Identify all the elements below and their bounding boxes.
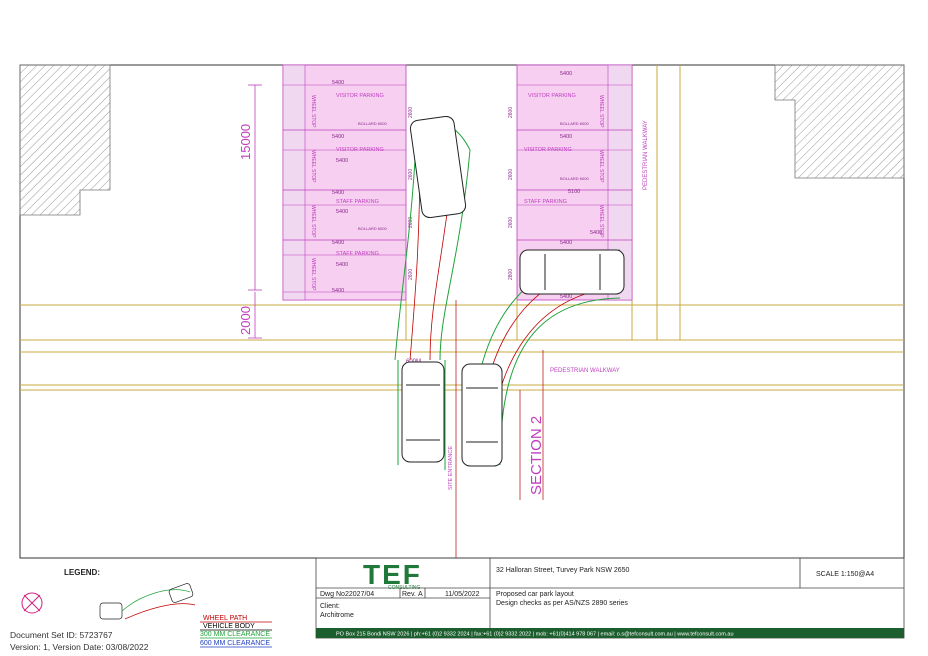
driveway xyxy=(405,300,518,340)
address-text: 32 Halloran Street, Turvey Park NSW 2650 xyxy=(496,567,630,574)
site-entrance-label: SITE ENTRANCE xyxy=(448,446,454,490)
bollard-right-1: BOLLARD 6000 xyxy=(560,121,589,126)
svg-text:TEF: TEF xyxy=(363,559,422,590)
client-label: Client: xyxy=(320,603,340,610)
legend-title: LEGEND: xyxy=(64,568,100,577)
wheel-stop-left-3: WHEEL STOP xyxy=(310,205,316,238)
legend-vehicle-body: VEHICLE BODY xyxy=(203,623,255,630)
doc-version: Version: 1, Version Date: 03/08/2022 xyxy=(10,642,149,652)
wheel-stop-right-1: WHEEL STOP xyxy=(598,95,604,128)
legend-300mm: 300 MM CLEARANCE xyxy=(200,631,270,638)
doc-set-id: Document Set ID: 5723767 xyxy=(10,630,113,640)
footer-bar xyxy=(316,628,904,638)
north-arrow-icon xyxy=(21,592,43,614)
walkway-vertical-label: PEDESTRIAN WALKWAY xyxy=(643,120,649,190)
wheel-stop-left-2: WHEEL STOP xyxy=(310,150,316,183)
description-1: Proposed car park layout xyxy=(496,591,574,598)
bay-label-left-4: STAFF PARKING xyxy=(336,251,379,257)
aisle-dim-1: 2600 xyxy=(408,107,414,118)
neighbour-building-right xyxy=(774,64,905,179)
dim-left-8: 5400 xyxy=(332,288,344,294)
bollard-left-2: BOLLARD 6000 xyxy=(358,226,387,231)
dim-right-5: 5400 xyxy=(590,230,602,236)
bay-label-right-2: VISITOR PARKING xyxy=(524,147,572,153)
dim-left-2: 5400 xyxy=(332,134,344,140)
dwg-no: 22027/04 xyxy=(345,591,374,598)
vehicle-body-1 xyxy=(401,361,445,463)
vehicle-body-3 xyxy=(409,115,467,219)
svg-text:CONSULTING: CONSULTING xyxy=(388,585,421,591)
vehicle-body-2 xyxy=(461,363,503,467)
pedestrian-walkway-strip xyxy=(631,65,681,340)
dim-left-1: 5400 xyxy=(332,80,344,86)
dwg-label: Dwg No xyxy=(320,591,345,598)
vehicle-body-4 xyxy=(519,249,625,295)
bay-label-right-1: VISITOR PARKING xyxy=(528,93,576,99)
aisle-dim-4: 2600 xyxy=(408,269,414,280)
aisle-dim-2: 2600 xyxy=(408,169,414,180)
rev-label: Rev. xyxy=(402,591,416,598)
footer-contact: PO Box 215 Bondi NSW 2026 | ph:+61 (0)2 … xyxy=(336,632,734,638)
description-2: Design checks as per AS/NZS 2890 series xyxy=(496,600,628,607)
bollard-left-1: BOLLARD 6000 xyxy=(358,121,387,126)
neighbour-building-left xyxy=(19,64,111,216)
dim-2000: 2000 xyxy=(238,306,253,335)
walkway-horizontal-label: PEDESTRIAN WALKWAY xyxy=(550,368,620,374)
dim-right-2: 5400 xyxy=(560,134,572,140)
date-text: 11/05/2022 xyxy=(445,591,480,598)
dimension-lines-left xyxy=(248,84,262,339)
dim-left-5: 5400 xyxy=(336,209,348,215)
wheel-stop-right-2: WHEEL STOP xyxy=(598,150,604,183)
wheel-stop-left-1: WHEEL STOP xyxy=(310,95,316,128)
drawing-frame xyxy=(19,64,905,559)
wheel-stop-left-4: WHEEL STOP xyxy=(310,258,316,291)
tef-logo: TEF CONSULTING xyxy=(363,559,422,591)
aisle-dim-6: 2600 xyxy=(508,169,514,180)
legend-vehicle-icon xyxy=(99,583,196,620)
rev-value: A xyxy=(418,591,423,598)
aisle-dim-5: 2600 xyxy=(508,107,514,118)
bay-label-right-3: STAFF PARKING xyxy=(524,199,567,205)
dim-left-7: 5400 xyxy=(336,262,348,268)
client-name: Architrome xyxy=(320,612,354,619)
section-lines xyxy=(455,300,544,558)
dim-15000: 15000 xyxy=(238,124,253,160)
parking-block-left xyxy=(282,64,407,301)
dim-right-3: 5100 xyxy=(568,189,580,195)
bollard-right-2: BOLLARD 6000 xyxy=(560,176,589,181)
dim-right-6: 5400 xyxy=(560,294,572,300)
aisle-dim-3: 2600 xyxy=(408,217,414,228)
dim-right-1: 5400 xyxy=(560,71,572,77)
section-2-label: SECTION 2 xyxy=(528,416,545,495)
dim-left-3: 5400 xyxy=(336,158,348,164)
dim-left-4: 5400 xyxy=(332,190,344,196)
legend-600mm: 600 MM CLEARANCE xyxy=(200,640,270,647)
dim-left-6: 5400 xyxy=(332,240,344,246)
bay-label-left-3: STAFF PARKING xyxy=(336,199,379,205)
dim-right-4: 5400 xyxy=(560,240,572,246)
scale-text: SCALE 1:150@A4 xyxy=(816,571,874,578)
wheel-stop-right-3: WHEEL STOP xyxy=(598,205,604,238)
bay-label-left-2: VISITOR PARKING xyxy=(336,147,384,153)
aisle-dim-8: 2800 xyxy=(508,269,514,280)
bay-label-left-1: VISITOR PARKING xyxy=(336,93,384,99)
aisle-dim-7: 2600 xyxy=(508,217,514,228)
legend-wheel-path: WHEEL PATH xyxy=(203,615,247,622)
